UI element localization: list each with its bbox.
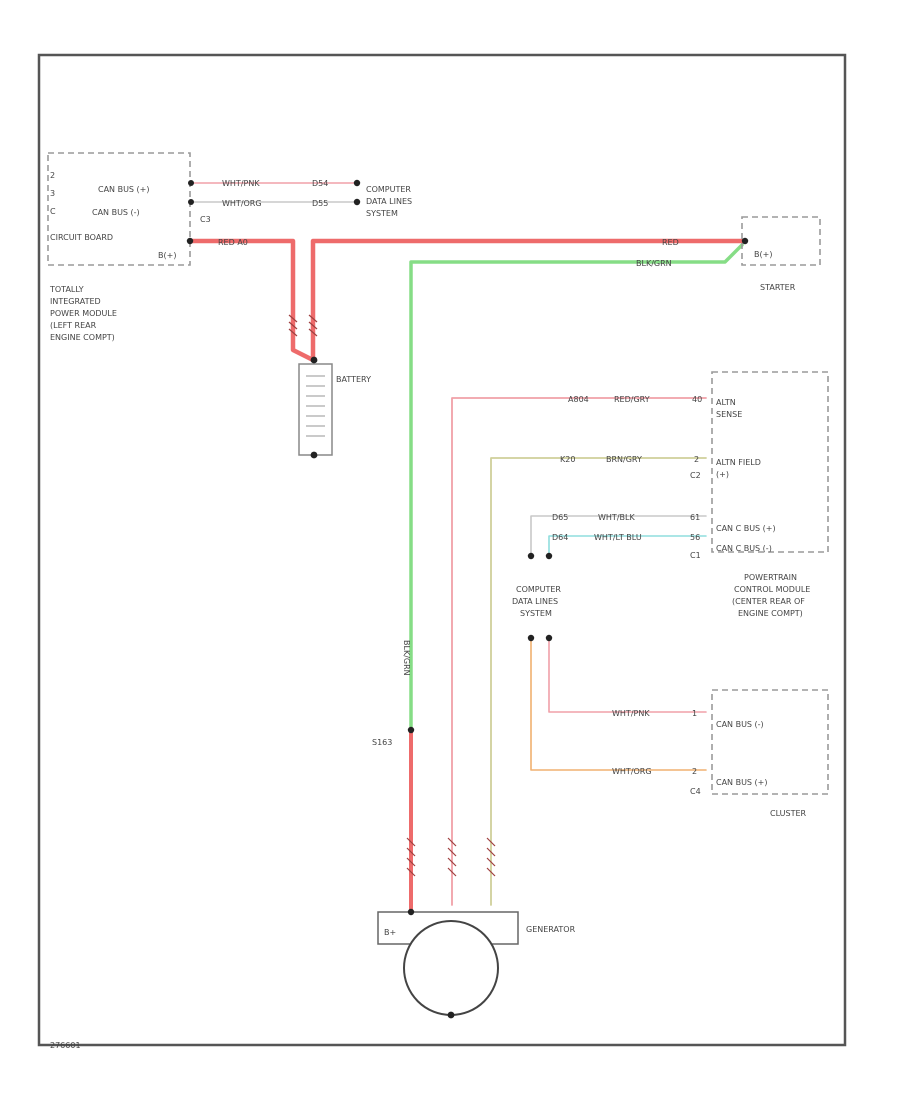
svg-text:CONTROL MODULE: CONTROL MODULE (734, 585, 810, 594)
wire-field (490, 457, 707, 906)
wire-can-c-h (530, 515, 707, 556)
pcm-box (711, 371, 829, 553)
pcm-c2: C2 (690, 471, 701, 480)
starter-pin: B(+) (754, 250, 772, 259)
wire-label-red-a0: RED A0 (218, 238, 248, 247)
wire-cluster-l (530, 639, 707, 771)
wire-label-k20: K20 (560, 455, 575, 464)
wire-red-starter (310, 238, 748, 363)
tipm-box (47, 152, 191, 266)
terminal-dots (186, 179, 749, 1019)
pcm-c1: C1 (690, 551, 701, 560)
connector-marks-battery (288, 314, 318, 337)
svg-text:ENGINE COMPT): ENGINE COMPT) (738, 609, 803, 618)
splice-s163: S163 (372, 738, 392, 747)
generator-label: GENERATOR (526, 925, 576, 934)
wire-label-pin-2: 2 (694, 455, 699, 464)
pcm-can-c-l-label: CAN C BUS (-) (716, 544, 772, 553)
generator-symbol (377, 911, 519, 1016)
wire-label-pin-61: 61 (690, 513, 700, 522)
tipm-circuit-board: CIRCUIT BOARD (50, 233, 113, 242)
cluster-label: CLUSTER (770, 809, 807, 818)
connector-marks-generator (406, 837, 496, 877)
wire-label-blk-grn-vertical: BLK/GRN (402, 640, 411, 676)
corner-code: 276601 (50, 1041, 81, 1050)
wire-label-a804: A804 (568, 395, 589, 404)
svg-text:(+): (+) (716, 470, 729, 479)
wire-label-d65: D65 (552, 513, 568, 522)
svg-text:COMPUTER: COMPUTER (516, 585, 561, 594)
wire-label-pin-40: 40 (692, 395, 702, 404)
svg-text:INTEGRATED: INTEGRATED (50, 297, 101, 306)
pcm-module-label: POWERTRAIN CONTROL MODULE (CENTER REAR O… (732, 573, 810, 618)
wire-label-wht-blk: WHT/BLK (598, 513, 635, 522)
wire-sense (451, 397, 707, 906)
tipm-can-h-label: CAN BUS (+) (98, 185, 150, 194)
wire-can-c-l (548, 535, 707, 556)
tipm-pin-b: 3 (50, 189, 55, 198)
cluster-wire-wht-pnk: WHT/PNK (612, 709, 650, 718)
svg-text:(LEFT REAR: (LEFT REAR (50, 321, 97, 330)
wire-green (409, 243, 744, 732)
starter-label: STARTER (760, 283, 796, 292)
tipm-pin-a: 2 (50, 171, 55, 180)
computer-data-lines-top: COMPUTER DATA LINES SYSTEM (366, 185, 412, 218)
wire-label-red-gry: RED/GRY (614, 395, 650, 404)
svg-text:SYSTEM: SYSTEM (520, 609, 552, 618)
wire-cluster-h (548, 639, 707, 713)
wire-label-red: RED (662, 238, 679, 247)
starter-box (741, 216, 821, 266)
tipm-module-label: TOTALLY INTEGRATED POWER MODULE (LEFT RE… (49, 285, 117, 342)
wire-label-d55: D55 (312, 199, 328, 208)
cluster-can-l-label: CAN BUS (-) (716, 720, 764, 729)
cluster-can-h-label: CAN BUS (+) (716, 778, 768, 787)
pcm-can-c-h-label: CAN C BUS (+) (716, 524, 776, 533)
wire-label-brn-gry: BRN/GRY (606, 455, 642, 464)
tipm-can-l-label: CAN BUS (-) (92, 208, 140, 217)
tipm-b1: B(+) (158, 251, 176, 260)
svg-text:(CENTER REAR OF: (CENTER REAR OF (732, 597, 805, 606)
svg-text:POWERTRAIN: POWERTRAIN (744, 573, 797, 582)
generator-pin: B+ (384, 928, 396, 937)
svg-text:ALTN FIELD: ALTN FIELD (716, 458, 761, 467)
svg-text:DATA LINES: DATA LINES (512, 597, 558, 606)
svg-text:POWER MODULE: POWER MODULE (50, 309, 117, 318)
wire-label-pin-56: 56 (690, 533, 700, 542)
cluster-pin-a: 1 (692, 709, 697, 718)
battery-symbol (298, 363, 333, 456)
svg-text:ENGINE COMPT): ENGINE COMPT) (50, 333, 115, 342)
battery-label: BATTERY (336, 375, 371, 384)
svg-text:SENSE: SENSE (716, 410, 742, 419)
svg-text:COMPUTER: COMPUTER (366, 185, 411, 194)
cluster-c4: C4 (690, 787, 701, 796)
wire-red-main (187, 238, 316, 363)
svg-text:ALTN: ALTN (716, 398, 736, 407)
svg-text:SYSTEM: SYSTEM (366, 209, 398, 218)
wire-label-blk-grn-top: BLK/GRN (636, 259, 672, 268)
tipm-c3: C3 (200, 215, 211, 224)
svg-text:DATA LINES: DATA LINES (366, 197, 412, 206)
cluster-wire-wht-org: WHT/ORG (612, 767, 652, 776)
tipm-pin-c: C (50, 207, 56, 216)
wire-label-wht-lt-blu: WHT/LT BLU (594, 533, 642, 542)
cluster-pin-b: 2 (692, 767, 697, 776)
computer-data-lines-mid: COMPUTER DATA LINES SYSTEM (512, 585, 561, 618)
pcm-sense-label: ALTN SENSE (716, 398, 742, 419)
wire-label-wht-org: WHT/ORG (222, 199, 262, 208)
svg-text:TOTALLY: TOTALLY (49, 285, 84, 294)
pcm-field-label: ALTN FIELD (+) (716, 458, 761, 479)
wire-label-d64: D64 (552, 533, 568, 542)
wire-label-d54: D54 (312, 179, 328, 188)
diagram-frame (37, 53, 847, 1047)
wire-label-wht-pnk: WHT/PNK (222, 179, 260, 188)
